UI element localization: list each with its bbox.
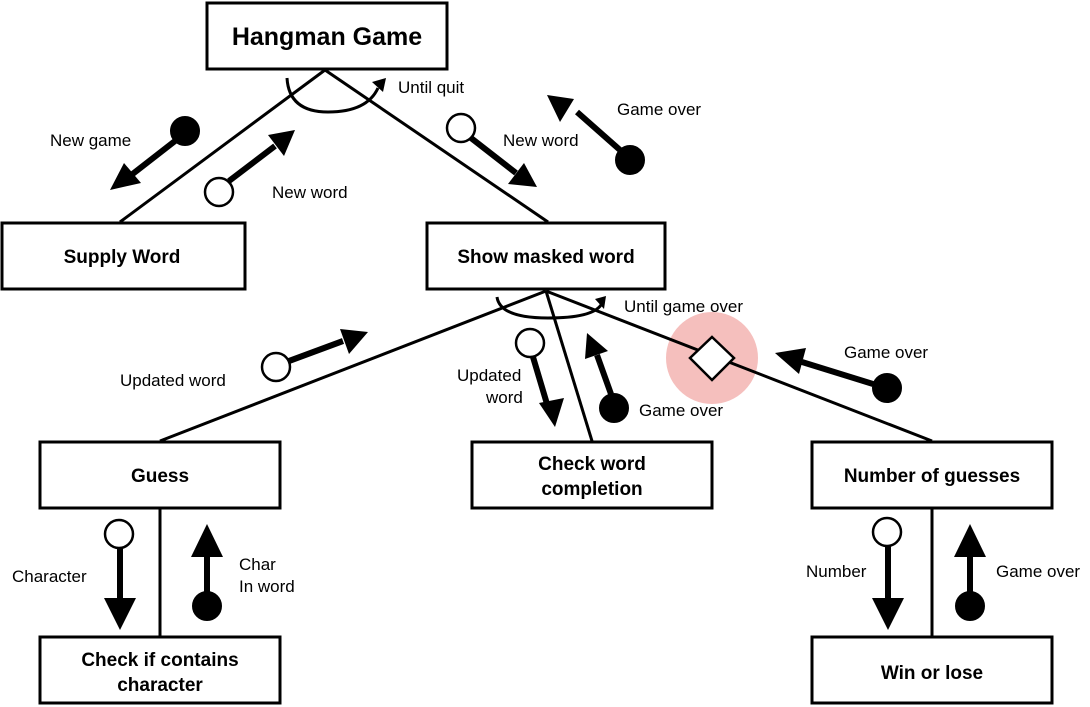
flow-label-game-over-top: Game over xyxy=(617,100,701,119)
data-item-icon xyxy=(203,176,235,208)
couple-char-in-word xyxy=(191,524,223,621)
control-flag-icon xyxy=(872,373,902,403)
flow-label-updated-word-check: word xyxy=(485,388,523,407)
couple-game-over-top xyxy=(547,95,645,175)
couple-character xyxy=(103,518,136,630)
arrowhead-icon xyxy=(508,163,537,187)
flow-label-game-over-check: Game over xyxy=(639,401,723,420)
module-guess: Guess xyxy=(38,440,282,510)
couple-game-over-guesses xyxy=(775,348,902,403)
flow-label-new-word-down: New word xyxy=(503,131,579,150)
loop-arc-icon xyxy=(495,296,603,320)
loop-until-quit xyxy=(285,77,386,114)
flow-label-updated-word-guess: Updated word xyxy=(120,371,226,390)
module-label: Supply Word xyxy=(64,247,181,268)
decision-diamond-icon xyxy=(688,335,736,382)
couple-game-over-bottom xyxy=(954,524,986,621)
arrowhead-icon xyxy=(585,333,608,359)
data-item-icon xyxy=(514,327,546,359)
connector-show-to-check-completion xyxy=(544,290,594,442)
module-hangman-game: Hangman Game xyxy=(205,1,449,71)
flow-label-new-word-up: New word xyxy=(272,183,348,202)
module-label: Guess xyxy=(131,466,189,487)
couple-arrow xyxy=(594,353,614,396)
module-label: completion xyxy=(541,479,642,500)
loop-until-game-over xyxy=(495,296,606,320)
module-supply-word: Supply Word xyxy=(0,221,247,291)
couple-arrow xyxy=(801,359,874,387)
loop-arrowhead-icon xyxy=(372,78,386,92)
couple-arrow xyxy=(227,143,277,184)
control-flag-icon xyxy=(192,591,222,621)
module-label: character xyxy=(117,675,203,696)
connections xyxy=(119,68,934,636)
arrowhead-icon xyxy=(110,163,141,190)
couple-arrow xyxy=(469,135,518,176)
control-flag-icon xyxy=(615,145,645,175)
couple-new-game xyxy=(110,116,200,190)
arrowhead-icon xyxy=(191,524,223,557)
connector-show-to-guess xyxy=(159,289,547,443)
control-flag-icon xyxy=(955,591,985,621)
data-item-icon xyxy=(871,516,903,548)
flow-label-game-over-bottom: Game over xyxy=(996,562,1080,581)
module-show-masked-word: Show masked word xyxy=(425,221,667,291)
module-label: Check word xyxy=(538,454,646,475)
module-label: Number of guesses xyxy=(844,466,1020,487)
loop-label-until-game-over: Until game over xyxy=(624,297,743,316)
couple-arrow xyxy=(530,356,550,405)
module-label: Hangman Game xyxy=(232,23,422,51)
flow-label-number: Number xyxy=(806,562,867,581)
couple-game-over-check xyxy=(585,333,629,423)
couple-number xyxy=(871,516,904,630)
flow-label-character: Character xyxy=(12,567,87,586)
couple-arrow xyxy=(287,338,345,364)
module-label: Check if contains xyxy=(81,650,238,671)
flow-label-char-in-word: In word xyxy=(239,577,295,596)
flow-label-char-in-word: Char xyxy=(239,555,276,574)
flow-label-updated-word-check: Updated xyxy=(457,366,521,385)
data-item-icon xyxy=(103,518,135,550)
control-flag-icon xyxy=(170,116,200,146)
loop-arc-icon xyxy=(285,77,380,114)
couple-arrow xyxy=(575,109,622,153)
arrowhead-icon xyxy=(268,130,295,156)
arrowhead-icon xyxy=(539,398,564,427)
module-check-word-completion: Check word completion xyxy=(470,440,714,510)
couple-updated-word-check xyxy=(514,327,564,427)
couple-updated-word-guess xyxy=(260,329,368,383)
module-label: Show masked word xyxy=(457,247,634,268)
arrowhead-icon xyxy=(954,524,986,557)
couple-new-word-up xyxy=(203,130,295,208)
module-check-if-contains-character: Check if contains character xyxy=(38,635,282,705)
module-win-or-lose: Win or lose xyxy=(810,635,1054,705)
arrowhead-icon xyxy=(104,598,136,630)
arrowhead-icon xyxy=(547,95,574,122)
connector-show-to-number-of-guesses xyxy=(545,289,933,443)
flow-label-new-game: New game xyxy=(50,131,131,150)
couple-arrow xyxy=(128,138,177,179)
data-item-icon xyxy=(445,112,477,144)
module-label: Win or lose xyxy=(881,663,983,684)
arrowhead-icon xyxy=(340,329,368,354)
arrowhead-icon xyxy=(872,598,904,630)
control-flag-icon xyxy=(599,393,629,423)
module-number-of-guesses: Number of guesses xyxy=(810,440,1054,510)
data-item-icon xyxy=(260,351,292,383)
couple-new-word-down xyxy=(445,112,537,187)
flow-label-game-over-guesses: Game over xyxy=(844,343,928,362)
arrowhead-icon xyxy=(775,348,806,374)
loop-arrowhead-icon xyxy=(595,296,606,309)
loop-label-until-quit: Until quit xyxy=(398,78,464,97)
connector-root-to-show-masked-word xyxy=(324,68,549,224)
